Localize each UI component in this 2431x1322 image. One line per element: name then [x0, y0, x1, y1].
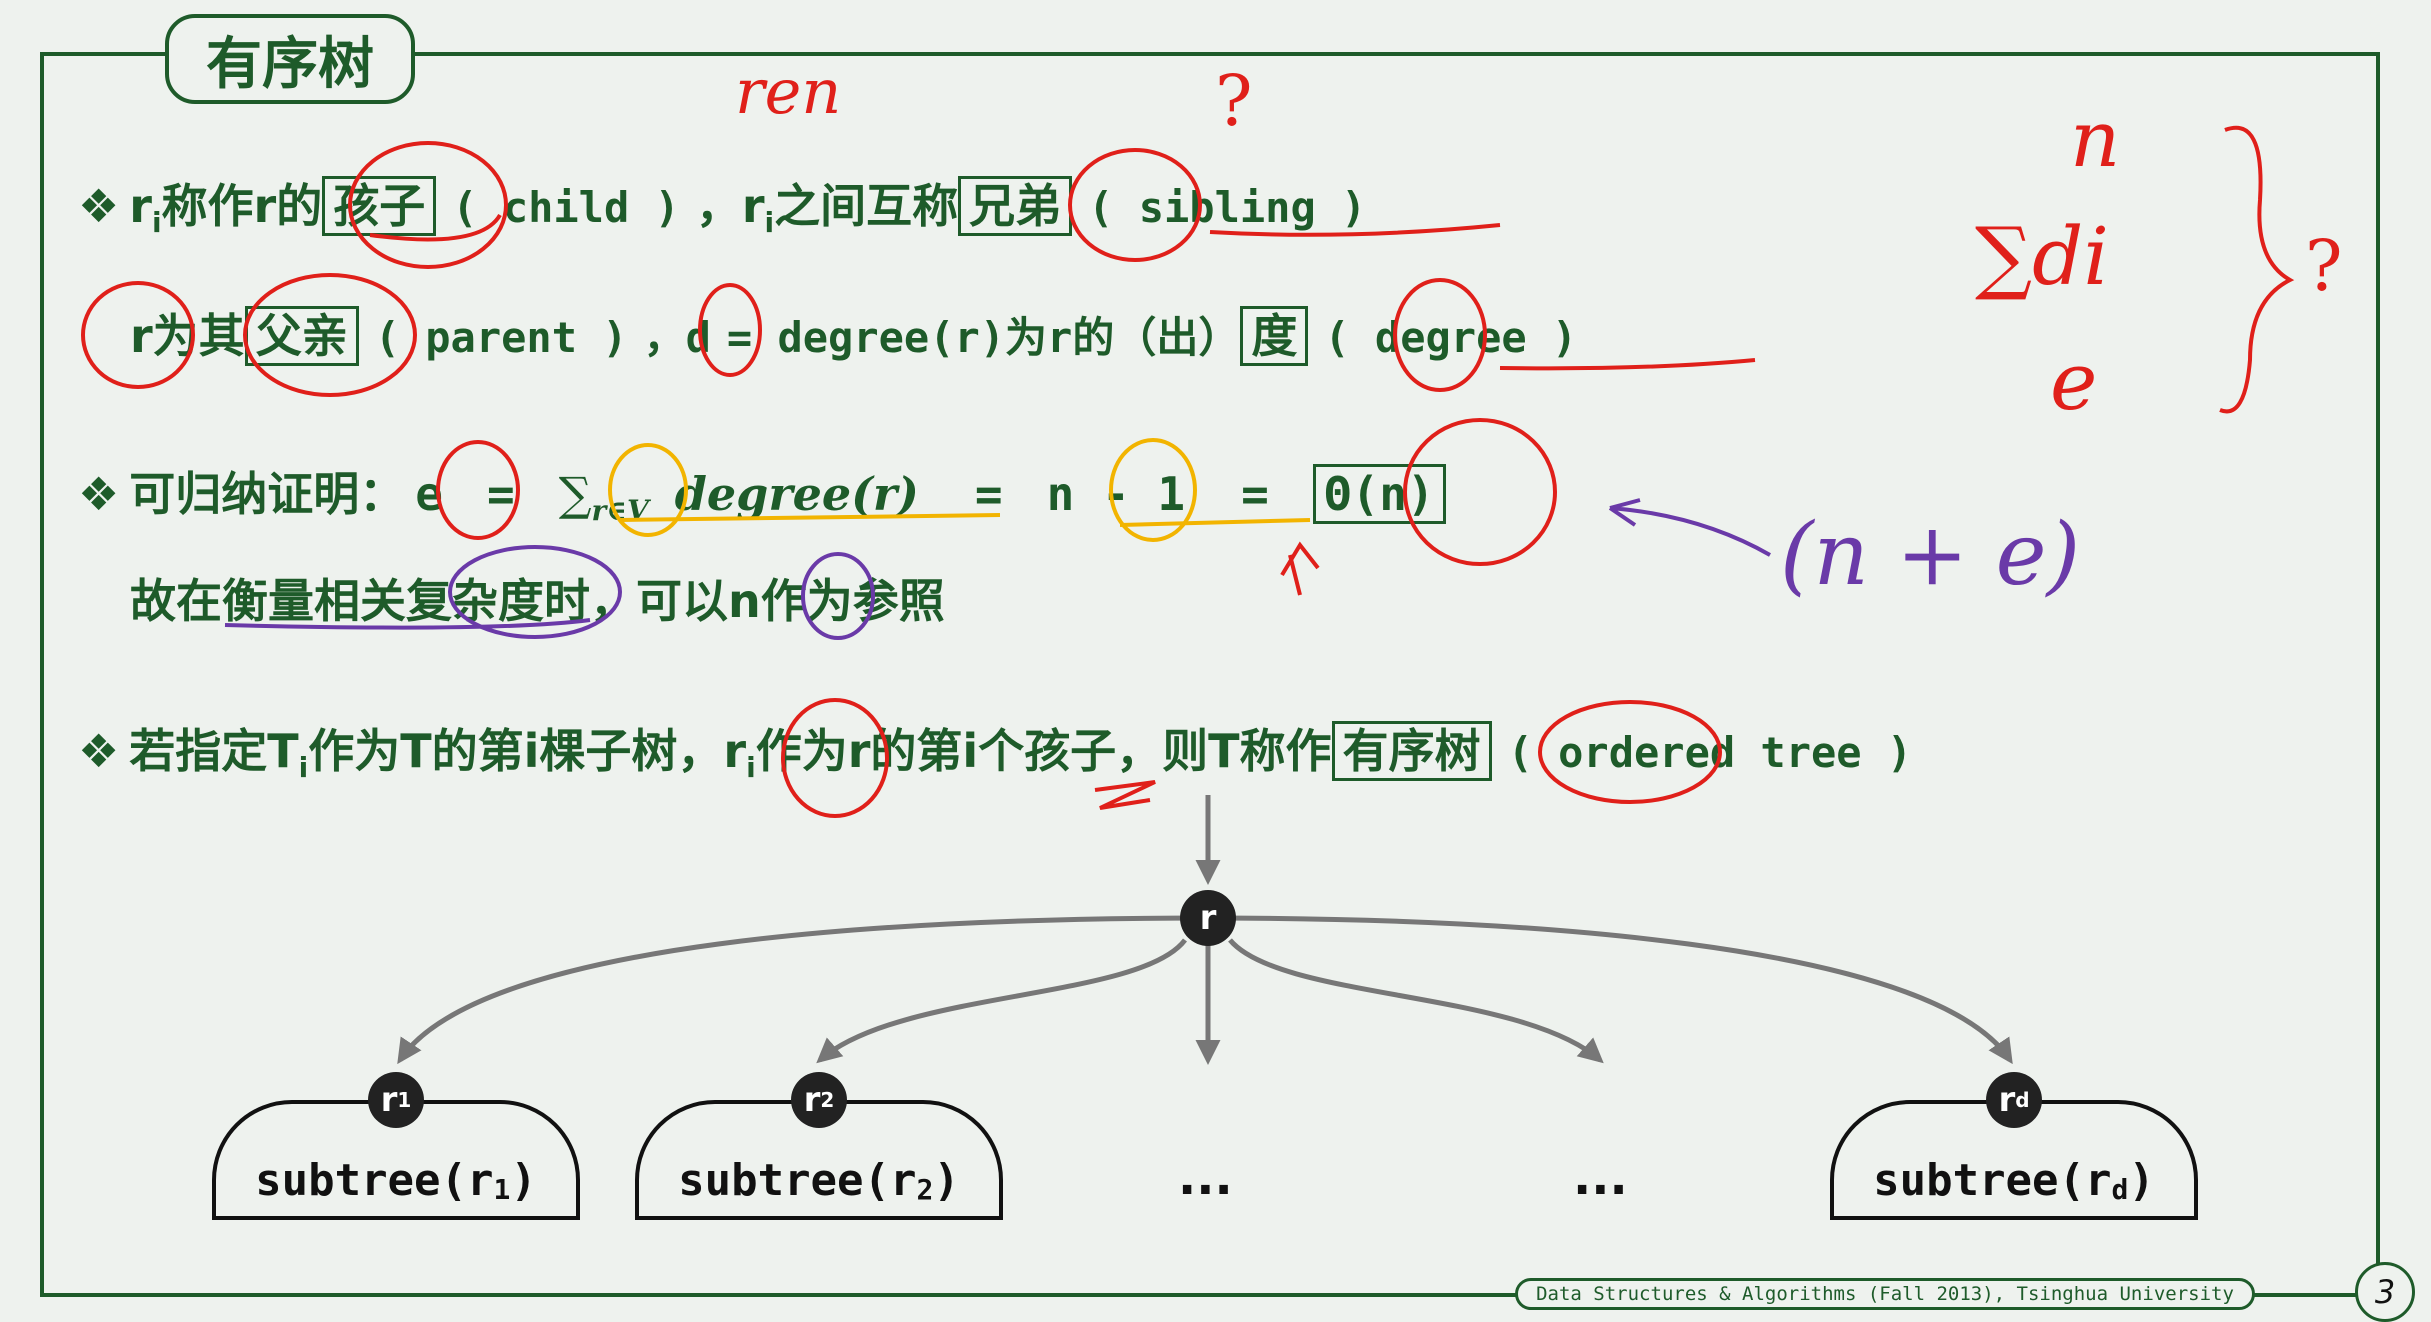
- z-mark: [1094, 780, 1156, 810]
- slide-title: 有序树: [165, 14, 415, 104]
- edge-rd: [1207, 915, 2013, 1065]
- bullet-icon: ❖: [78, 467, 120, 521]
- line-ordered-tree: ❖若指定Ti作为T的第i棵子树，ri作为r的第i个孩子，则T称作有序树 ( or…: [78, 715, 1912, 784]
- term-parent: 父亲: [244, 306, 359, 366]
- term-theta: Θ(n): [1312, 464, 1446, 524]
- underline-n-minus-1: [1119, 518, 1311, 527]
- annotation-question-1: ?: [1215, 60, 1253, 142]
- annotation-sigma-di: ∑di: [1975, 210, 2109, 303]
- underline-sibling: [1209, 223, 1501, 237]
- line-parent-degree: r为其父亲 ( parent ) ，d = degree(r)为r的（出）度 (…: [130, 300, 1577, 366]
- edge-right-dots: [1228, 938, 1604, 1064]
- root-node: r: [1180, 890, 1236, 946]
- circle-complexity: [448, 545, 622, 639]
- term-degree: 度: [1240, 306, 1309, 366]
- circle-n-purple: [801, 552, 875, 640]
- circle-d: [698, 283, 762, 377]
- circle-theta: [1403, 418, 1557, 566]
- underline-complexity: [224, 618, 591, 630]
- brace-icon: [2219, 125, 2295, 414]
- circle-ri: [781, 698, 889, 818]
- annotation-n-plus-e: (n + e): [1780, 505, 2081, 605]
- annotation-e: e: [2050, 335, 2098, 428]
- term-ordered-tree: 有序树: [1331, 721, 1492, 781]
- circle-e: [436, 440, 520, 540]
- circle-ordered: [1538, 700, 1722, 804]
- circle-sibling: [1068, 148, 1202, 262]
- bullet-icon: ❖: [78, 724, 120, 778]
- up-arrow: [1280, 541, 1320, 596]
- circle-parent: [243, 273, 417, 397]
- right-brace-annotation: [2180, 220, 2248, 305]
- line-child-sibling: ❖ri称作r的孩子 ( child ) ，ri之间互称兄弟 ( sibling …: [78, 170, 1366, 239]
- circle-r: [81, 281, 195, 389]
- circle-sum-yellow: [608, 443, 688, 537]
- underline-degree-sum: [619, 513, 1001, 522]
- underline-child: [369, 213, 502, 242]
- annotation-question-2: ?: [2305, 225, 2343, 307]
- annotation-ren: ren: [735, 55, 842, 128]
- circle-n-yellow: [1109, 438, 1197, 542]
- bullet-icon: ❖: [78, 179, 120, 233]
- circle-degree: [1393, 278, 1487, 392]
- underline-degree: [1499, 358, 1756, 371]
- circle-child: [348, 141, 508, 269]
- edge-r1: [397, 915, 1209, 1065]
- line-induction: ❖可归纳证明：e = ∑r∈V degree(r) = n - 1 = Θ(n): [78, 458, 1446, 527]
- term-sibling: 兄弟: [958, 176, 1073, 236]
- slide-frame: [40, 52, 2380, 1297]
- course-footer: Data Structures & Algorithms (Fall 2013)…: [1515, 1278, 2255, 1310]
- page-number: 3: [2355, 1262, 2415, 1322]
- annotation-n: n: [2070, 95, 2121, 185]
- arrow-to-theta: [1608, 498, 1771, 557]
- ellipsis-2: ...: [1573, 1150, 1628, 1206]
- edge-r2: [816, 938, 1187, 1064]
- ellipsis-1: ...: [1178, 1150, 1233, 1206]
